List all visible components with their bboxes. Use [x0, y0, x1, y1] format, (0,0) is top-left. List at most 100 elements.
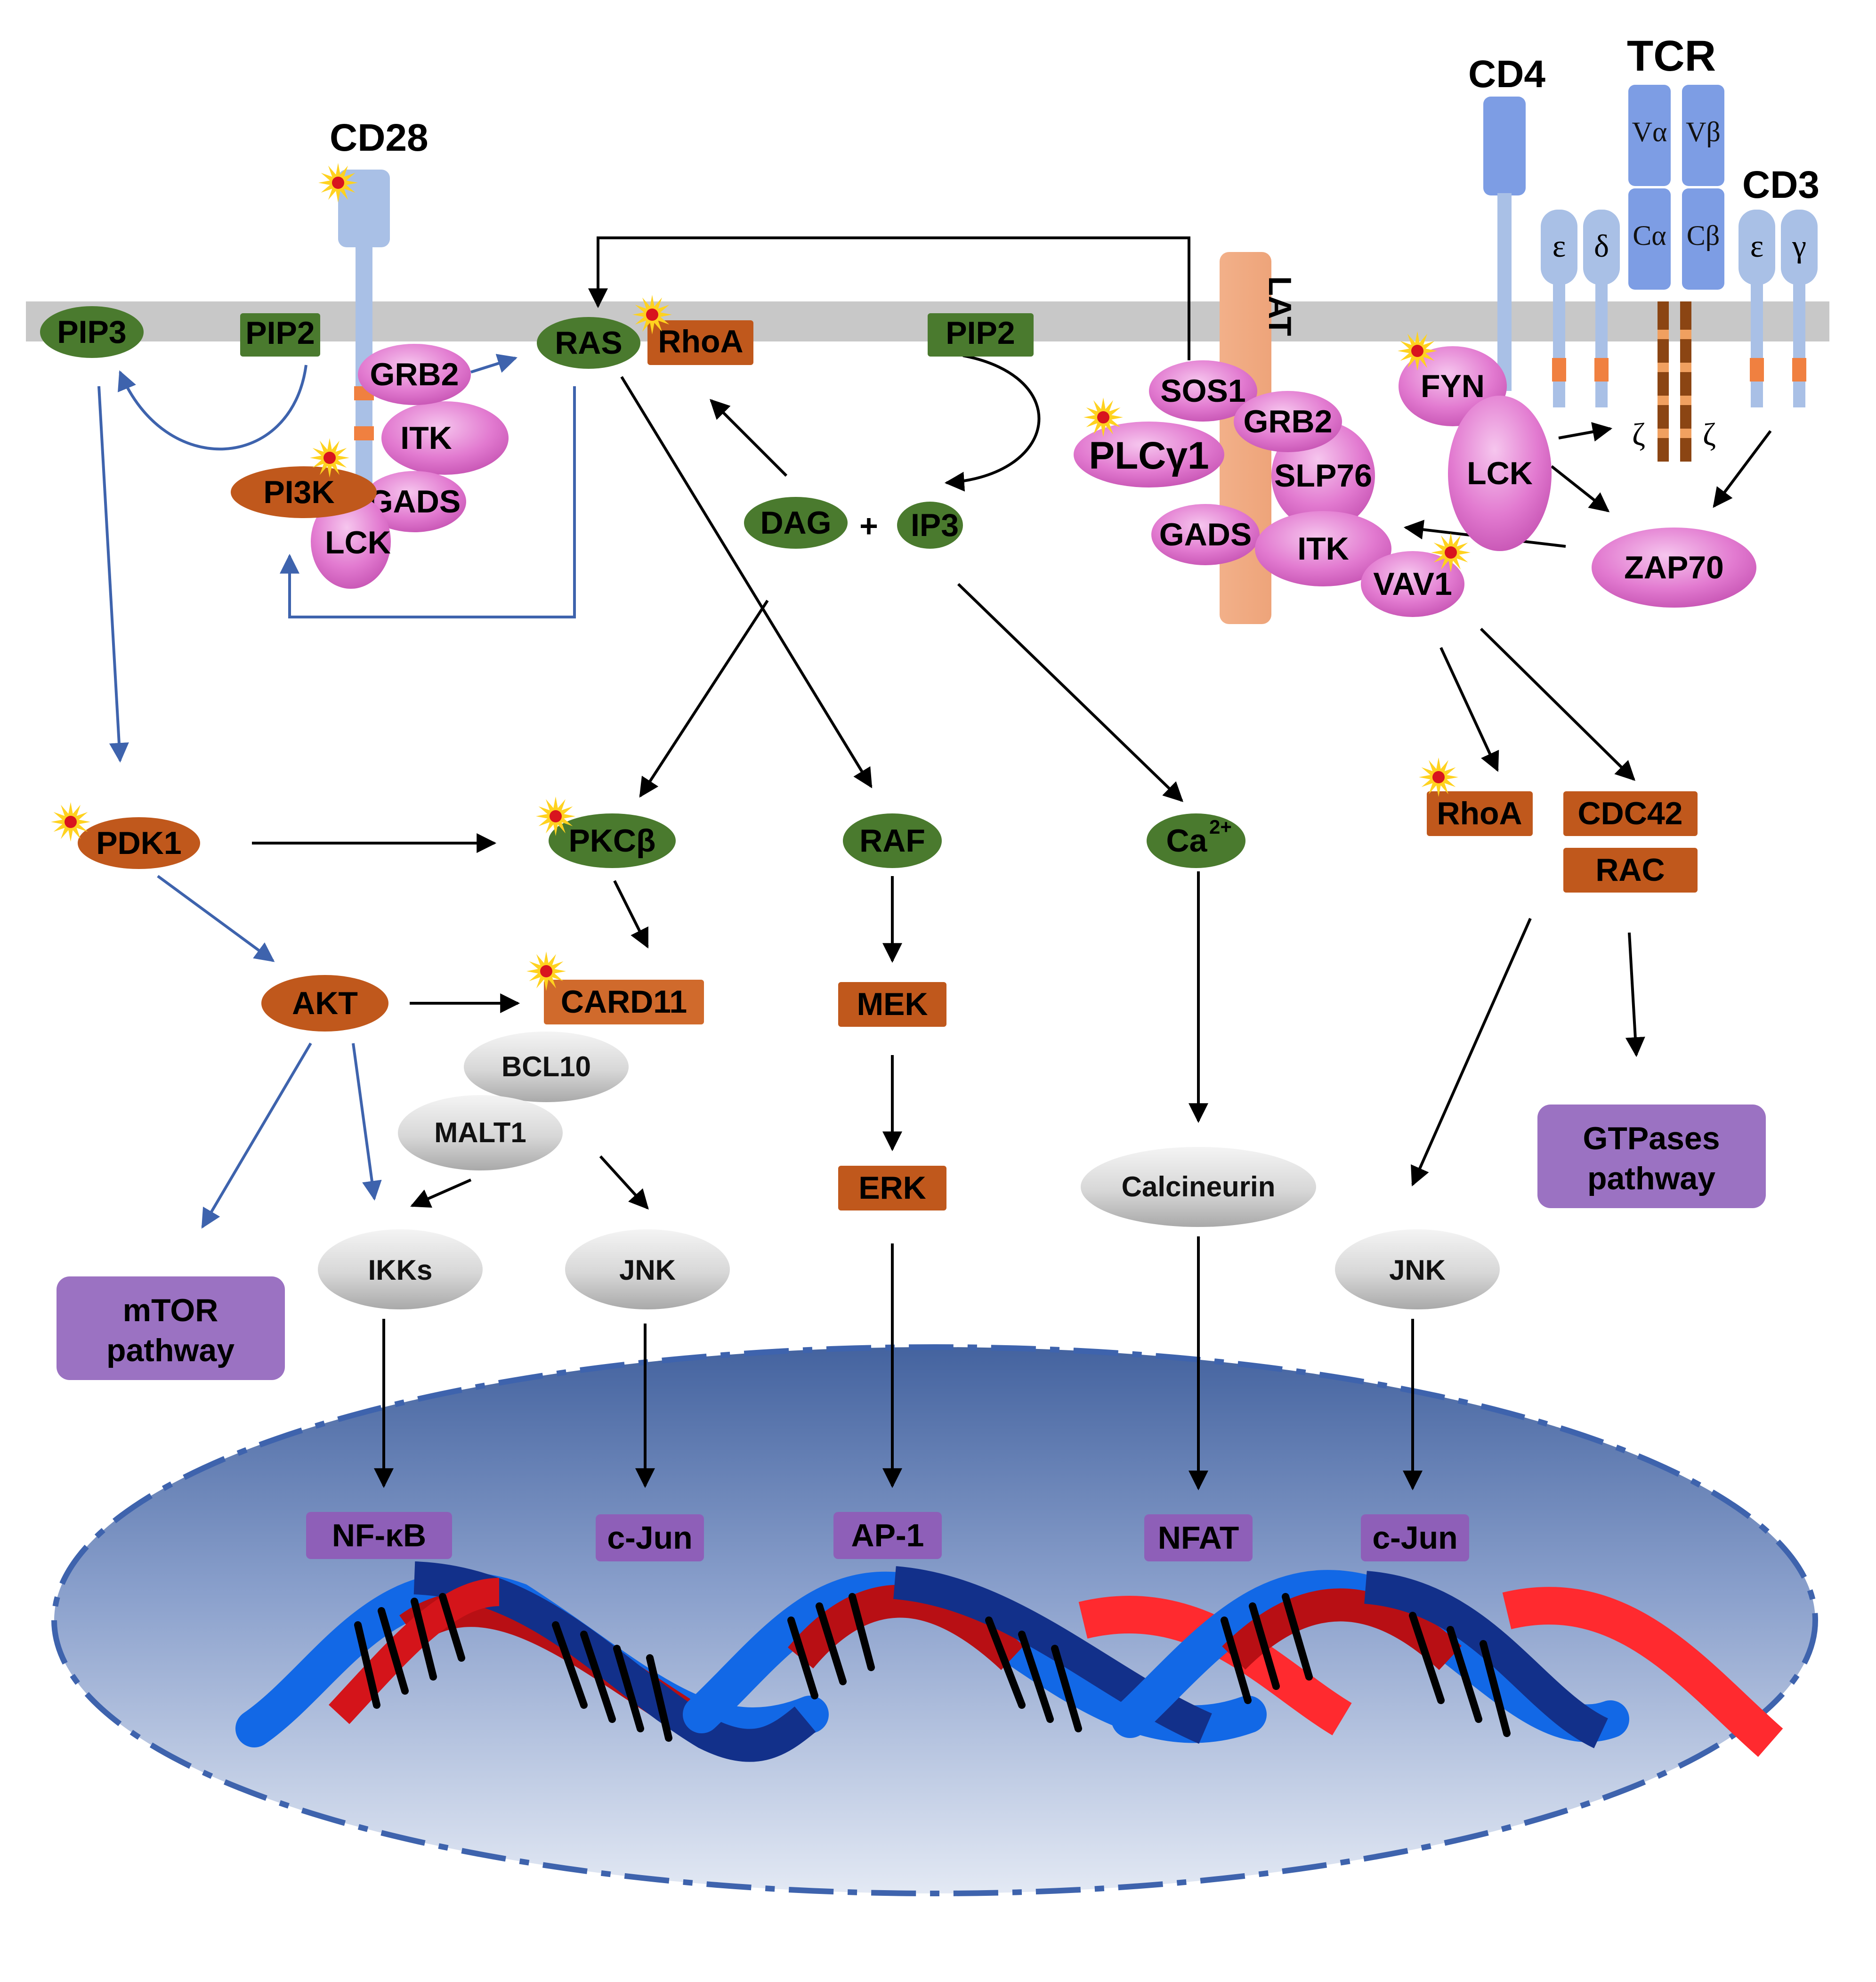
calcineurin-node [1081, 1147, 1316, 1227]
bcl10-node [464, 1032, 629, 1102]
zap70-node [1592, 528, 1756, 608]
erk-box [838, 1166, 946, 1210]
rac-box [1563, 848, 1698, 893]
zeta-2-label: ζ [1703, 416, 1716, 452]
pkcb-label: PKCβ [568, 823, 655, 859]
card11-label: CARD11 [561, 984, 687, 1020]
phospho-dot-10 [1432, 771, 1445, 783]
akt-node [261, 975, 388, 1032]
cjun-right-label: c-Jun [1372, 1520, 1457, 1556]
cd3-label: CD3 [1742, 163, 1819, 206]
phospho-dot-5 [1411, 345, 1423, 357]
jnk-right-node [1335, 1229, 1500, 1309]
gtpases-label-2: pathway [1587, 1161, 1715, 1196]
orange-ellipses: PDK1 AKT [78, 817, 388, 1032]
grb2-lat-label: GRB2 [1244, 404, 1333, 439]
ca-node [1147, 813, 1245, 868]
ca-label: Ca [1166, 823, 1208, 859]
itk-cd28-label: ITK [400, 420, 452, 456]
cd28-complex: ITK GRB2 GADS LCK PI3K [231, 344, 509, 589]
cd4-receptor: CD4 [1468, 53, 1545, 391]
v-beta-label: Vβ [1686, 116, 1721, 147]
phospho-dot-2 [646, 309, 658, 321]
jnk-left-node [565, 1229, 730, 1309]
cd28-label: CD28 [330, 116, 429, 159]
slp76-label: SLP76 [1274, 458, 1372, 494]
rhoa-box [1427, 791, 1533, 836]
vav1-node [1361, 551, 1464, 617]
pip2-left-label: PIP2 [245, 315, 315, 351]
nfat-label: NFAT [1158, 1520, 1239, 1556]
cd3-epsilon-delta: ε δ [1541, 210, 1620, 407]
itk-lat-label: ITK [1297, 531, 1349, 567]
pip2-boxes: PIP2 PIP2 [240, 313, 1034, 357]
arrows-blue [97, 354, 576, 1229]
mtor-label-1: mTOR [123, 1292, 218, 1328]
rhoa-membrane-label: RhoA [658, 324, 743, 359]
orange-boxes: RhoA CARD11 MEK ERK RhoA CDC42 RAC [544, 320, 1698, 1210]
card11-box [544, 980, 704, 1024]
ca-text: Ca [1166, 823, 1208, 859]
cjun-right-box [1361, 1514, 1469, 1561]
epsilon-1-label: ε [1553, 228, 1566, 264]
pip2-mid-label: PIP2 [946, 315, 1015, 351]
sos1-label: SOS1 [1160, 373, 1245, 409]
mek-box [838, 982, 946, 1027]
phospho-dot-9 [540, 965, 552, 977]
ap1-box [833, 1512, 942, 1559]
cdc42-box [1563, 791, 1698, 836]
gads-lat-node [1151, 504, 1260, 565]
ikks-label: IKKs [368, 1254, 433, 1286]
raf-node [843, 813, 942, 868]
cjun-left-box [596, 1514, 704, 1561]
zeta-1-label: ζ [1632, 416, 1645, 452]
ras-label: RAS [555, 325, 623, 361]
pip3-node [40, 306, 144, 358]
grb2-cd28-node [358, 344, 471, 405]
erk-label: ERK [858, 1170, 926, 1206]
dag-node [744, 497, 848, 549]
cd3-epsilon-gamma: ε γ CD3 [1739, 163, 1819, 407]
pdk1-node [78, 817, 200, 869]
ip3-node [897, 502, 963, 549]
mtor-box [57, 1276, 285, 1380]
sos1-node [1149, 360, 1257, 422]
fyn-label: FYN [1421, 368, 1485, 404]
grb2-cd28-label: GRB2 [370, 357, 459, 392]
purple-boxes: mTOR pathway GTPases pathway NF-κB c-Jun… [57, 1105, 1766, 1561]
grb2-lat-node [1234, 391, 1342, 452]
vav1-label: VAV1 [1373, 566, 1452, 602]
phospho-dot-1 [332, 177, 344, 189]
gads-cd28-node [363, 471, 466, 532]
dna-helices [235, 1561, 1783, 1762]
phospho-dot-8 [550, 810, 562, 822]
tcr-receptor: TCR Vα Vβ Cα Cβ ζ ζ [1627, 32, 1724, 462]
phosphorylation-stars [51, 163, 1471, 991]
phospho-dot-3 [323, 452, 336, 464]
phospho-dot-4 [1097, 411, 1109, 423]
mek-label: MEK [857, 986, 928, 1022]
zap70-label: ZAP70 [1624, 550, 1724, 585]
lck-lat-label: LCK [1467, 455, 1533, 491]
nfkb-box [306, 1512, 452, 1559]
ikks-node [318, 1229, 483, 1309]
lck-lat-node [1448, 396, 1552, 551]
pip2-mid-box [928, 313, 1034, 357]
dag-label: DAG [760, 505, 831, 541]
phospho-dot-7 [65, 816, 77, 828]
malt1-label: MALT1 [434, 1117, 526, 1148]
jnk-left-label: JNK [619, 1254, 676, 1286]
v-alpha-label: Vα [1632, 116, 1667, 147]
raf-label: RAF [859, 823, 925, 859]
cd4-label: CD4 [1468, 53, 1545, 96]
itk-lat-node [1255, 511, 1391, 586]
gtpases-label-1: GTPases [1583, 1121, 1720, 1156]
lat-complex: SLP76 SOS1 GRB2 PLCγ1 GADS ITK VAV1 FYN … [1074, 346, 1756, 617]
epsilon-2-label: ε [1750, 228, 1764, 264]
gamma-label: γ [1792, 228, 1806, 264]
akt-label: AKT [292, 985, 358, 1021]
lck-cd28-node [311, 495, 391, 589]
cjun-left-label: c-Jun [607, 1520, 692, 1556]
nfat-box [1144, 1514, 1253, 1561]
